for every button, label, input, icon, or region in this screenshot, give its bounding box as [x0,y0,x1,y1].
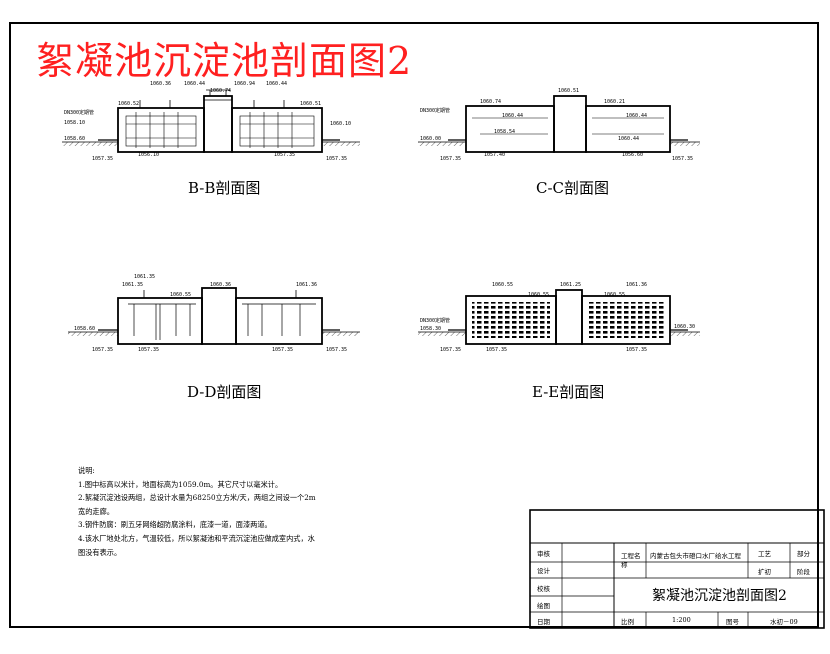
dd-elev-label: 1060.36 [210,282,231,288]
section-bb-drawing [62,89,360,153]
dd-elev-label: 1057.35 [92,347,113,353]
note-item: 2.絮凝沉淀池设两组，总设计水量为68250立方米/天，两组之间设一个2m宽的走… [78,493,316,516]
dd-elev-label: 1057.35 [138,347,159,353]
dd-elev-label: 1057.35 [272,347,293,353]
section-bb-title: B-B剖面图 [188,179,261,197]
ee-elev-label: 1061.25 [560,282,581,288]
bb-elev-label: 1060.51 [300,101,321,107]
dd-elev-label: 1058.60 [74,326,95,332]
bb-elev-label: 1058.10 [64,120,85,126]
tb-date-label: 日期 [537,618,550,626]
ee-elev-label: 1057.35 [486,347,507,353]
cc-pipe-label: DN300定期管 [420,107,450,114]
tb-scale-label: 比例 [621,618,634,626]
dd-elev-label: 1061.35 [134,274,155,280]
cc-elev-label: 1058.54 [494,129,515,135]
cc-elev-label: 1057.35 [672,156,693,162]
tb-design-label: 设计 [537,567,550,575]
bb-elev-label: 1060.74 [210,88,231,94]
ee-elev-label: 1060.55 [528,292,549,298]
title-block-grid [529,509,825,629]
tb-discipline-label: 工艺 [758,550,771,558]
tb-stage-label: 扩初 [758,568,771,576]
dd-elev-label: 1061.35 [122,282,143,288]
bb-elev-label: 1060.44 [266,81,287,87]
design-notes: 说明: 1.图中标高以米计，地面标高为1059.0m。其它尺寸以毫米计。 2.絮… [78,464,318,559]
ee-elev-label: 1057.35 [440,347,461,353]
ee-pipe-label: DN300定期管 [420,317,450,324]
note-item: 3.钢件防腐：刷五牙网络超防腐涂料，底漆一道，面漆两道。 [78,520,272,530]
tb-check-label: 校核 [537,585,550,593]
tb-project-name: 内蒙古包头市磴口水厂给水工程 [650,552,741,560]
cc-elev-label: 1060.74 [480,99,501,105]
cc-elev-label: 1057.40 [484,152,505,158]
note-item: 1.图中标高以米计，地面标高为1059.0m。其它尺寸以毫米计。 [78,479,283,489]
drawing-frame [9,22,819,628]
section-ee-drawing [418,289,700,345]
tb-review-label: 审核 [537,550,550,558]
bb-elev-label: 1060.10 [330,121,351,127]
section-bb-labels: 1060.52 1060.36 1060.44 1060.74 1060.94 … [64,81,351,162]
dd-elev-label: 1061.36 [296,282,317,288]
cc-elev-label: 1057.35 [440,156,461,162]
ee-elev-label: 1058.30 [420,326,441,332]
tb-project-label: 工程名称 [621,552,641,569]
bb-elev-label: 1060.52 [118,101,139,107]
bb-elev-label: 1057.35 [92,156,113,162]
cc-elev-label: 1060.51 [558,88,579,94]
page-title: 絮凝池沉淀池剖面图2 [36,39,413,83]
tb-sheet-label: 图号 [726,618,739,626]
ee-elev-label: 1060.30 [674,324,695,330]
bb-elev-label: 1058.60 [64,136,85,142]
bb-elev-label: 1060.94 [234,81,255,87]
bb-pipe-label: DN300定期管 [64,109,94,116]
notes-heading: 说明: [78,466,95,475]
section-ee-title: E-E剖面图 [532,383,605,401]
dd-elev-label: 1060.55 [170,292,191,298]
cc-elev-label: 1056.60 [622,152,643,158]
tb-drawing-title: 絮凝池沉淀池剖面图2 [652,588,787,604]
bb-elev-label: 1060.36 [150,81,171,87]
section-ee-labels: 1060.55 1060.55 1061.25 1061.36 1060.55 … [420,282,695,353]
ee-elev-label: 1057.35 [626,347,647,353]
tb-draw-label: 绘图 [537,602,550,610]
tb-sheet-value: 水初－09 [770,618,798,626]
ee-elev-label: 1061.36 [626,282,647,288]
cc-elev-label: 1060.44 [626,113,647,119]
tb-discipline-value: 部分 [797,550,810,558]
ee-elev-label: 1060.55 [492,282,513,288]
cc-elev-label: 1060.44 [502,113,523,119]
bb-elev-label: 1057.35 [274,152,295,158]
cc-elev-label: 1060.21 [604,99,625,105]
tb-stage-value: 阶段 [797,568,810,576]
section-cc-title: C-C剖面图 [536,179,610,197]
section-dd-title: D-D剖面图 [187,383,262,401]
section-cc-drawing [418,95,700,153]
dd-elev-label: 1057.35 [326,347,347,353]
section-dd-labels: 1061.35 1061.35 1060.55 1060.36 1061.36 … [74,274,347,353]
cc-elev-label: 1060.00 [420,136,441,142]
tb-scale-value: 1:200 [672,616,691,624]
bb-elev-label: 1057.35 [326,156,347,162]
cc-elev-label: 1060.44 [618,136,639,142]
ee-elev-label: 1060.55 [604,292,625,298]
note-item: 4.该水厂地处北方，气温较低，所以絮凝池和平流沉淀池应做成室内式，水图没有表示。 [78,533,315,557]
bb-elev-label: 1060.44 [184,81,205,87]
bb-elev-label: 1056.10 [138,152,159,158]
section-dd-drawing [68,287,360,345]
section-cc-labels: 1060.74 1060.51 1060.21 1060.44 1060.44 … [420,88,693,162]
